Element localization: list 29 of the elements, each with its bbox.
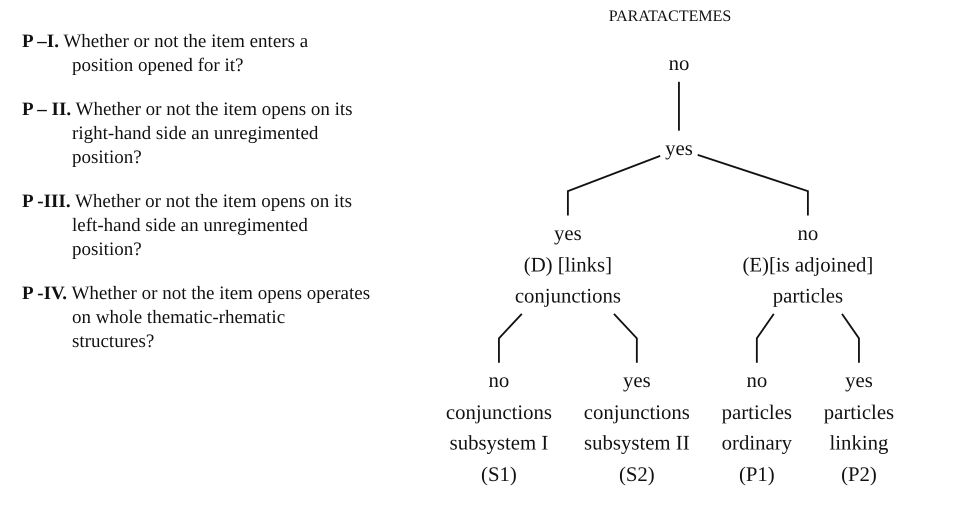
question-text: P – II. Whether or not the item opens on its right-hand side an unregimented position? xyxy=(22,98,354,170)
node-label: (P2) xyxy=(841,462,877,486)
node-label: yes xyxy=(622,368,651,392)
tree-node-label: no conjunctions subsystem I (S1) xyxy=(446,368,552,486)
tree-node-label: no xyxy=(668,52,690,76)
node-label: (P1) xyxy=(738,462,775,486)
tree-node-label: yes conjunctions subsystem II (S2) xyxy=(584,368,690,486)
node-label: no xyxy=(488,368,510,392)
tree-node-label: no particles ordinary (P1) xyxy=(722,368,792,486)
node-label: (S2) xyxy=(618,462,655,486)
node-label: conjunctions xyxy=(584,400,690,424)
tree-node-label: yes xyxy=(665,136,693,160)
node-label: linking xyxy=(830,431,888,454)
node-label: no xyxy=(746,368,768,392)
node-label: subsystem I xyxy=(450,431,548,454)
question-text: P -IV. Whether or not the item opens operates on whole thematic-rhematic structures? xyxy=(22,282,372,354)
node-label: conjunctions xyxy=(446,400,552,424)
node-label: ordinary xyxy=(722,431,792,454)
question-text: P –I. Whether or not the item enters a position opened for it? xyxy=(22,30,310,78)
tree-node-label: no (E)[is adjoined] particles xyxy=(742,222,874,308)
node-label: subsystem II xyxy=(584,431,690,454)
tree-node-label: yes particles linking (P2) xyxy=(824,368,894,486)
tree-node-label: yes (D) [links] conjunctions xyxy=(514,222,621,308)
node-label: particles xyxy=(824,400,894,424)
question-text: P -III. Whether or not the item opens on its left-hand side an unregimented position? xyxy=(22,190,354,262)
diagram-title: PARATACTEMES xyxy=(608,8,732,26)
node-label: particles xyxy=(722,400,792,424)
node-label: (S1) xyxy=(481,462,517,486)
node-label: yes xyxy=(845,368,873,392)
